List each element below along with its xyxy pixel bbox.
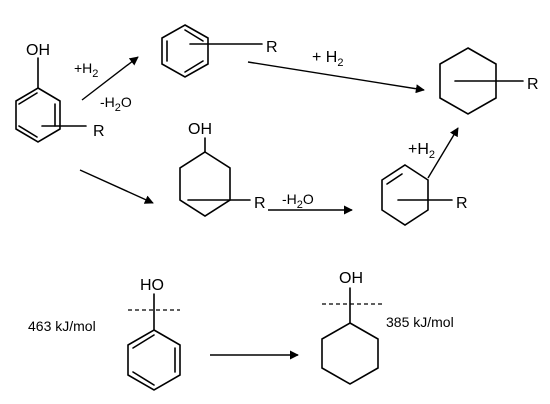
condition-h2-upper: +H2 [74,60,98,80]
arrow-cyclohexene-to-cyclohexane [427,127,459,179]
arrow-phenol-to-cyclohexanol [79,169,154,204]
alkylbenzene: R [161,24,278,78]
cyclohexanol-oh-label-bottom: OH [339,270,363,287]
phenol-bond-cut: HO 463 kJ/mol [28,277,181,391]
cyclohexanol-oh-label: OH [188,121,212,138]
arrow-phenol-to-alkylbenzene [81,56,139,101]
cyclohexene-r-label: R [456,195,468,212]
phenol-r-label: R [93,123,105,140]
condition-h2-hydrogenation: +H2 [408,141,435,161]
phenol-oh-label: OH [26,42,50,59]
alkylcyclohexane-r-label: R [527,76,539,93]
condition-h2-top: + H2 [312,49,343,69]
condition-minus-h2o-dehydration: -H2O [282,191,314,211]
cyclohexanol-bde-label: 385 kJ/mol [386,314,454,330]
phenol-bde-label: 463 kJ/mol [28,318,96,334]
cyclohexanol-r-label: R [254,195,266,212]
phenol-substituted: OH R [15,42,105,143]
alkylcyclohexene: R [381,164,468,226]
phenol-ho-label: HO [140,277,164,294]
alkylbenzene-r-label: R [266,39,278,56]
alkylcyclohexanol: OH R [179,121,266,217]
condition-minus-h2o-upper: -H2O [100,94,132,114]
arrow-alkylbenzene-to-cyclohexane [247,61,425,94]
cyclohexanol-bond-cut: OH 385 kJ/mol [321,270,454,385]
alkylcyclohexane: R [439,47,539,115]
